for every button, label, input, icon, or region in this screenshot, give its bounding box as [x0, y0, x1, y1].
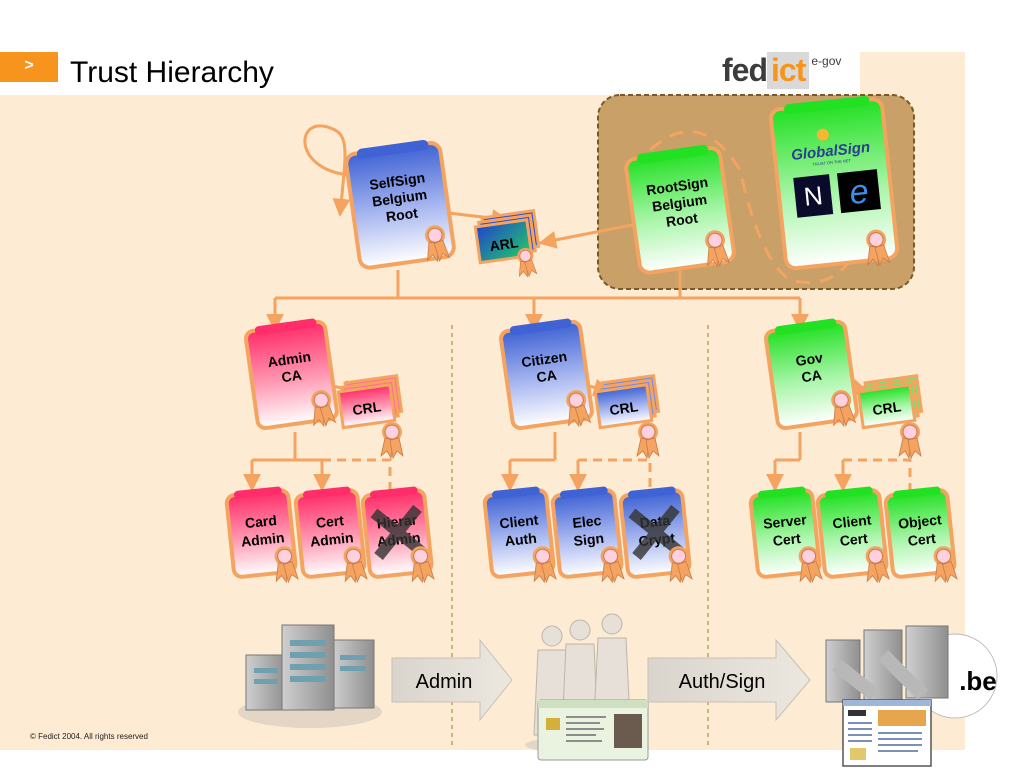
hierarchy-connectors	[243, 209, 870, 492]
object-cert-line1: Object	[897, 511, 942, 532]
gov-crl-label: CRL	[871, 398, 902, 418]
card-admin-cert: Card Admin	[224, 486, 299, 584]
gov-ca-line1: Gov	[795, 349, 824, 369]
admin-flow-arrow: Admin	[391, 638, 513, 722]
cert-admin-line1: Cert	[315, 512, 345, 531]
gov-ca-line2: CA	[800, 367, 822, 386]
netscape-icon	[793, 174, 834, 218]
server-cert-line1: Server	[762, 511, 808, 532]
object-cert-line2: Cert	[907, 530, 937, 549]
card-admin-line2: Admin	[240, 529, 285, 549]
disabled-cross-icon	[628, 504, 684, 560]
page-title: Trust Hierarchy	[70, 56, 274, 89]
admin-crl-cert: CRL	[336, 374, 404, 430]
elec-sign-line1: Elec	[572, 512, 603, 531]
globalsign-tagline: TRUST ON THE NET	[812, 158, 851, 167]
eid-card-icon	[537, 699, 649, 761]
column-separators	[451, 325, 709, 745]
selfsign-root-cert: SelfSign Belgium Root	[344, 139, 456, 270]
slide-marker: >	[0, 52, 58, 82]
globalsign-globe-icon	[816, 128, 829, 141]
server-cert-line2: Cert	[772, 530, 802, 549]
client-cert-line2: Cert	[839, 530, 869, 549]
citizen-crl-cert: CRL	[593, 374, 661, 430]
rootsign-line2: Belgium	[651, 191, 708, 215]
ie-letter: e	[848, 172, 871, 212]
disabled-cross-icon	[370, 504, 426, 560]
citizen-ca-cert: Citizen CA	[499, 318, 594, 431]
auth-sign-flow-label: Auth/Sign	[679, 671, 766, 693]
admin-servers-icon	[238, 624, 382, 728]
dashed-connectors	[322, 458, 912, 490]
netscape-letter: N	[802, 180, 824, 212]
selfsign-line2: Belgium	[371, 186, 428, 210]
data-crypt-cert: Data Crypt	[618, 486, 693, 584]
admin-flow-label: Admin	[416, 671, 473, 693]
rootsign-root-cert: RootSign Belgium Root	[624, 144, 736, 275]
arl-cert: ARL	[473, 209, 541, 279]
cert-admin-cert: Cert Admin	[293, 486, 368, 584]
client-cert-cert: Client Cert	[815, 486, 890, 584]
logo-part-ict: ict	[767, 51, 810, 89]
admin-ca-line1: Admin	[267, 348, 312, 370]
object-cert-cert: Object Cert	[883, 486, 958, 584]
selfsign-line3: Root	[385, 204, 419, 224]
arl-label: ARL	[489, 234, 520, 254]
header-strip	[860, 52, 965, 95]
server-cert-cert: Server Cert	[748, 486, 823, 584]
selfsign-line1: SelfSign	[368, 169, 426, 193]
elec-sign-cert: Elec Sign	[550, 486, 625, 584]
gov-servers-icon: .be	[825, 625, 998, 719]
auth-sign-flow-arrow: Auth/Sign	[647, 638, 811, 722]
internet-explorer-icon	[836, 169, 881, 214]
hierar-admin-cert: Hierar Admin	[360, 486, 435, 584]
be-domain-label: .be	[959, 666, 997, 696]
citizen-ca-line1: Citizen	[520, 348, 568, 370]
gov-crl-cert: CRL	[856, 374, 924, 430]
citizen-crl-label: CRL	[608, 398, 639, 418]
self-sign-loop	[303, 124, 351, 217]
client-auth-cert: Client Auth	[482, 486, 557, 584]
gov-ca-cert: Gov CA	[764, 318, 859, 431]
logo-part-fed: fed	[722, 51, 768, 88]
rootsign-line3: Root	[665, 209, 699, 229]
client-auth-line2: Auth	[504, 530, 537, 549]
admin-crl-label: CRL	[351, 398, 382, 418]
copyright-notice: © Fedict 2004. All rights reserved	[30, 732, 148, 741]
globalsign-cert: GlobalSign TRUST ON THE NET N e	[768, 96, 900, 271]
client-auth-line1: Client	[499, 511, 540, 531]
logo-superscript: e-gov	[811, 54, 842, 68]
chip-icon	[546, 718, 560, 730]
citizen-ca-line2: CA	[535, 367, 557, 386]
admin-ca-cert: Admin CA	[244, 318, 339, 431]
id-photo	[614, 714, 642, 748]
fedict-logo: fed ict e-gov	[722, 48, 841, 92]
website-thumbnail	[842, 699, 932, 767]
card-admin-line1: Card	[244, 512, 277, 531]
elec-sign-line2: Sign	[573, 530, 605, 549]
cross-cert-loop	[648, 130, 852, 284]
admin-ca-line2: CA	[280, 367, 302, 386]
cert-admin-line2: Admin	[309, 529, 354, 549]
client-cert-line1: Client	[832, 511, 873, 531]
